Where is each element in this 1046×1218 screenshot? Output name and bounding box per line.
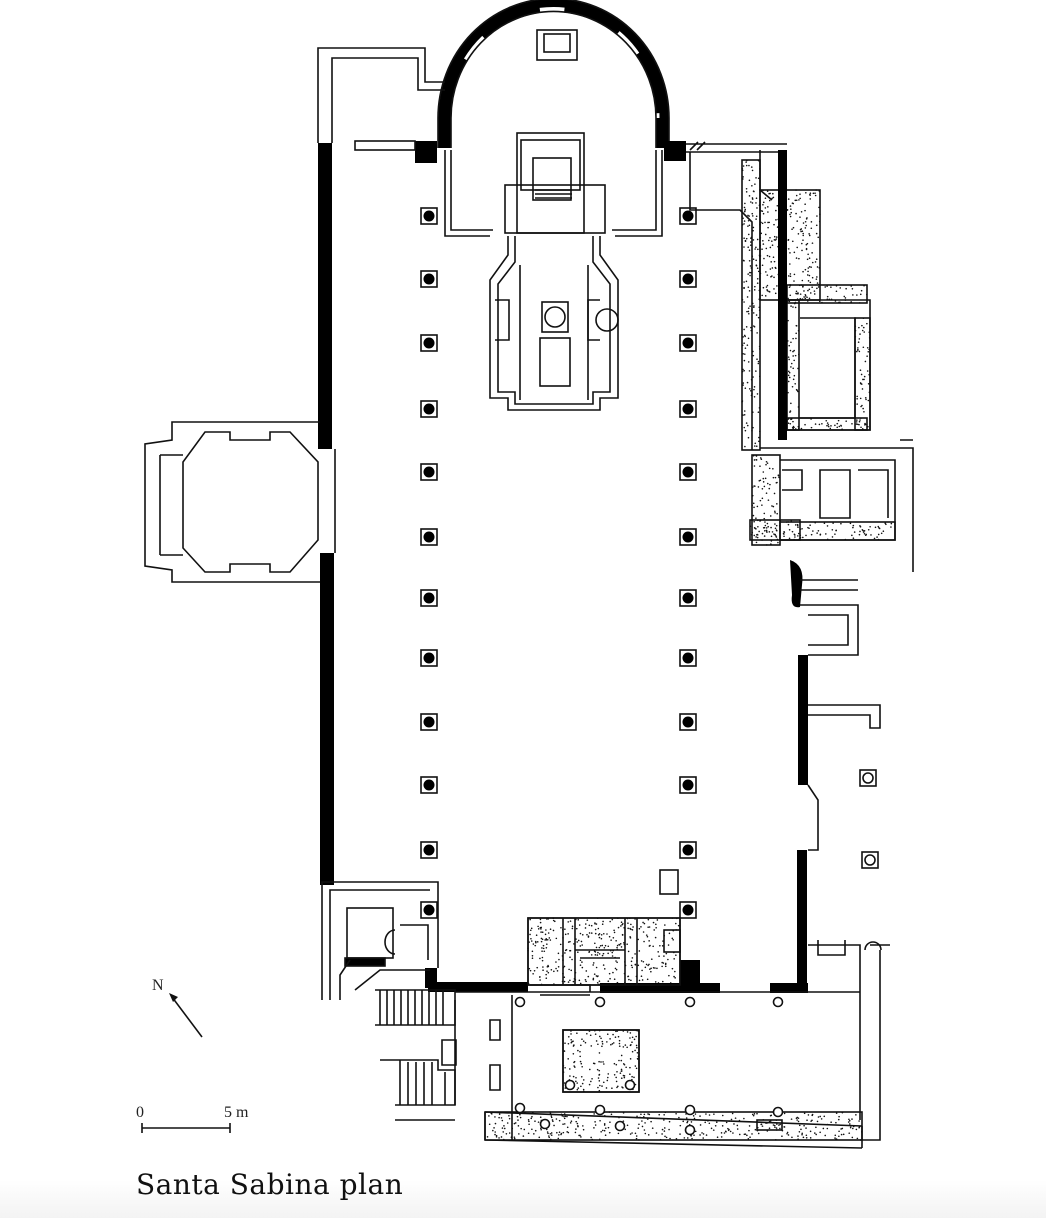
column (679, 334, 697, 352)
column (684, 996, 696, 1008)
column (679, 713, 697, 731)
column (514, 1102, 526, 1114)
column (679, 901, 697, 919)
column (684, 1124, 696, 1136)
column (772, 996, 784, 1008)
scale-end-label: 5 m (224, 1104, 249, 1121)
east-annexes (760, 299, 914, 1141)
scale-start-label: 0 (136, 1104, 144, 1121)
stipple-area (749, 519, 801, 541)
column (679, 463, 697, 481)
north-arrow: N (152, 977, 203, 1038)
apse (437, 0, 670, 237)
column (514, 996, 526, 1008)
column (679, 841, 697, 859)
column (679, 270, 697, 288)
column (420, 776, 438, 794)
north-arrow-icon (171, 996, 203, 1038)
stipple-area (786, 299, 800, 431)
column (614, 1120, 626, 1132)
column (420, 841, 438, 859)
column (420, 270, 438, 288)
column (420, 713, 438, 731)
scale-bar: 0 5 m (136, 1104, 249, 1133)
column (679, 528, 697, 546)
column (539, 1118, 551, 1130)
stipple-area (854, 317, 871, 431)
side-chapel (144, 421, 336, 583)
nave-columns (420, 207, 697, 919)
nave-walls (318, 141, 808, 993)
stipple-area (527, 917, 681, 986)
column (420, 207, 438, 225)
chancel (489, 132, 619, 411)
portico (454, 869, 863, 1149)
column (420, 528, 438, 546)
stipple-area (759, 189, 821, 301)
column (684, 1104, 696, 1116)
plan-caption: Santa Sabina plan (136, 1168, 404, 1201)
column (624, 1079, 636, 1091)
stipple-area (741, 159, 761, 451)
stipple-area (756, 1119, 783, 1131)
column (564, 1079, 576, 1091)
stipple-area (779, 521, 896, 541)
column (420, 463, 438, 481)
column (772, 1106, 784, 1118)
column (420, 901, 438, 919)
column (679, 207, 697, 225)
column (679, 589, 697, 607)
column (679, 649, 697, 667)
portico-columns (514, 996, 784, 1136)
column (594, 1104, 606, 1116)
stipple-area (751, 454, 781, 546)
column (420, 649, 438, 667)
north-annex (317, 47, 445, 143)
column (679, 400, 697, 418)
south-west-rooms (321, 881, 501, 1121)
column (594, 996, 606, 1008)
column (420, 589, 438, 607)
column (420, 400, 438, 418)
column (679, 776, 697, 794)
north-label: N (152, 977, 164, 994)
column (420, 334, 438, 352)
